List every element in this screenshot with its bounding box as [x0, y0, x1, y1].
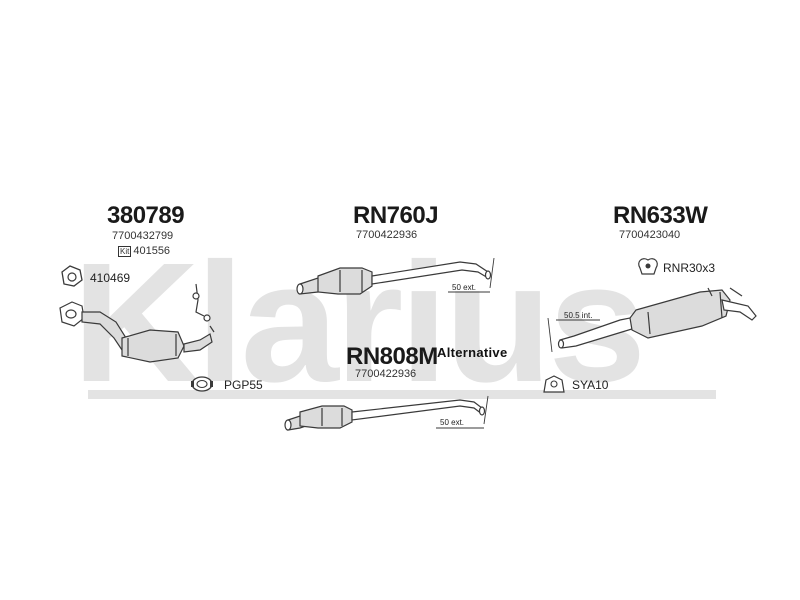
ext-label-rn760j: 50 ext. — [452, 283, 477, 292]
kit-number: 401556 — [133, 245, 171, 257]
watermark-underline — [88, 390, 716, 399]
accessory-rnr30x3[interactable]: RNR30x3 — [663, 261, 716, 275]
part-code-380789[interactable]: 380789 — [107, 202, 185, 229]
oe-number-rn760j: 7700422936 — [356, 229, 418, 241]
oe-number-rn633w: 7700423040 — [619, 229, 681, 241]
accessory-sya10[interactable]: SYA10 — [572, 378, 609, 392]
ext-label-rn808m: 50 ext. — [440, 418, 465, 427]
oe-number-rn808m: 7700422936 — [355, 368, 417, 380]
accessory-pgp55[interactable]: PGP55 — [224, 378, 263, 392]
part-code-rn808m[interactable]: RN808M — [346, 343, 438, 370]
alternative-label: Alternative — [437, 345, 508, 360]
part-code-rn633w[interactable]: RN633W — [613, 202, 708, 229]
kit-badge: Kit — [118, 245, 132, 257]
oe-number-380789: 7700432799 — [112, 230, 174, 242]
part-code-rn760j[interactable]: RN760J — [353, 202, 439, 229]
accessory-410469[interactable]: 410469 — [90, 271, 131, 285]
int-label-rn633w: 50.5 int. — [564, 311, 593, 320]
